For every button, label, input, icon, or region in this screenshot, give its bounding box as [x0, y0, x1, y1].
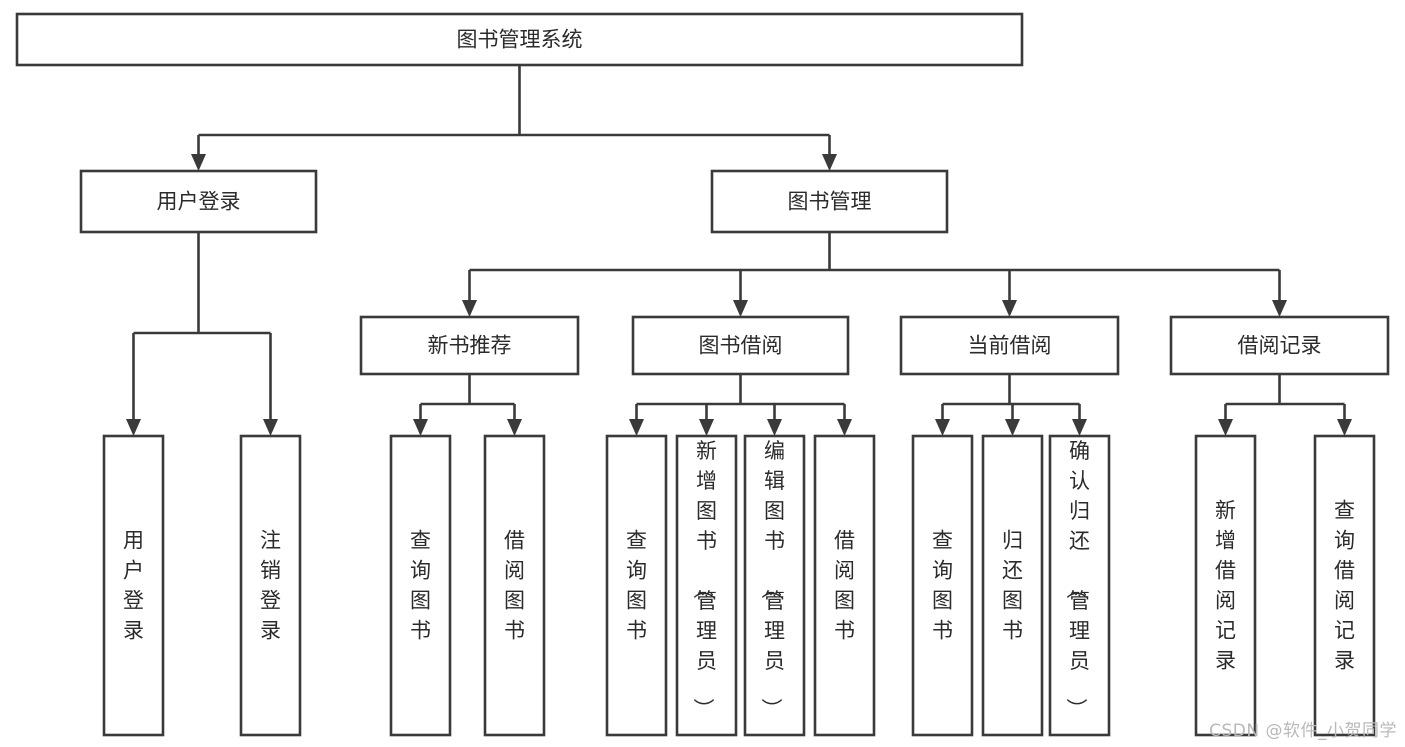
- leaf-query-book-8-label: 查询图书: [932, 529, 953, 643]
- edge-root-to-user-login: [191, 135, 206, 171]
- leaf-user-login-0-label: 用户登录: [123, 529, 144, 643]
- leaf-borrow-book-3[interactable]: 借阅图书: [483, 434, 546, 737]
- node-new-book-recommend[interactable]: 新书推荐: [359, 315, 580, 376]
- node-book-management[interactable]: 图书管理: [710, 169, 949, 234]
- node-current-borrow-label: 当前借阅: [968, 334, 1052, 358]
- edge-bookmgmt-to-borrow-record: [1272, 270, 1287, 317]
- node-user-login-label: 用户登录: [157, 190, 241, 214]
- edge-book-borrow-to-edit-book-admin: [767, 404, 782, 436]
- node-book-borrow-label: 图书借阅: [699, 334, 783, 358]
- edge-current-borrow-to-confirm-return-admin: [1072, 404, 1087, 436]
- leaf-user-login-0[interactable]: 用户登录: [102, 434, 165, 737]
- leaf-add-borrow-record-11-label: 新增借阅记录: [1215, 499, 1236, 673]
- edge-root-to-book-management: [822, 135, 837, 171]
- edge-book-borrow-to-add-book-admin: [699, 404, 714, 436]
- leaf-borrow-book-7[interactable]: 借阅图书: [813, 434, 876, 737]
- leaf-query-book-2-label: 查询图书: [410, 529, 431, 643]
- leaf-edit-book-admin-6-label: 编辑图书（管理员）: [759, 439, 785, 719]
- node-book-management-system[interactable]: 图书管理系统: [15, 12, 1024, 67]
- node-current-borrow[interactable]: 当前借阅: [899, 315, 1120, 376]
- edge-user-login-to-logout: [263, 333, 278, 436]
- leaf-borrow-book-7-label: 借阅图书: [834, 529, 855, 643]
- leaf-query-borrow-record-12-label: 查询借阅记录: [1334, 499, 1355, 673]
- node-book-borrow[interactable]: 图书借阅: [631, 315, 850, 376]
- edge-current-borrow-to-return-book: [1005, 404, 1020, 436]
- leaf-add-book-admin-5[interactable]: 新增图书（管理员）: [675, 434, 738, 737]
- node-book-management-system-label: 图书管理系统: [457, 28, 583, 52]
- leaf-borrow-book-3-label: 借阅图书: [504, 529, 525, 643]
- edge-borrow-record-to-query-borrow-record: [1337, 404, 1352, 436]
- node-book-management-label: 图书管理: [788, 190, 872, 214]
- leaf-query-book-4-label: 查询图书: [626, 529, 647, 643]
- edge-current-borrow-to-query-book: [935, 404, 950, 436]
- node-user-login[interactable]: 用户登录: [79, 169, 318, 234]
- edge-bookmgmt-to-book-borrow: [733, 270, 748, 317]
- edge-new-book-recommend-to-query-book: [413, 404, 428, 436]
- edge-book-borrow-to-query-book: [629, 404, 644, 436]
- leaf-logout-1-label: 注销登录: [260, 529, 281, 643]
- leaf-logout-1[interactable]: 注销登录: [239, 434, 302, 737]
- node-new-book-recommend-label: 新书推荐: [428, 334, 512, 358]
- leaf-confirm-return-admin-10-label: 确认归还（管理员）: [1064, 439, 1090, 719]
- leaf-query-borrow-record-12[interactable]: 查询借阅记录: [1313, 434, 1376, 737]
- leaf-return-book-9[interactable]: 归还图书: [981, 434, 1044, 737]
- edge-borrow-record-to-add-borrow-record: [1218, 404, 1233, 436]
- leaf-confirm-return-admin-10[interactable]: 确认归还（管理员）: [1048, 434, 1111, 737]
- edge-book-borrow-to-borrow-book: [837, 404, 852, 436]
- node-borrow-record-label: 借阅记录: [1238, 334, 1322, 358]
- node-borrow-record[interactable]: 借阅记录: [1169, 315, 1390, 376]
- edge-user-login-to-user-login: [126, 333, 141, 436]
- edge-new-book-recommend-to-borrow-book: [507, 404, 522, 436]
- edge-bookmgmt-to-new-book-recommend: [462, 270, 477, 317]
- leaf-add-borrow-record-11[interactable]: 新增借阅记录: [1194, 434, 1257, 737]
- leaf-query-book-4[interactable]: 查询图书: [605, 434, 668, 737]
- edge-bookmgmt-to-current-borrow: [1002, 270, 1017, 317]
- leaf-edit-book-admin-6[interactable]: 编辑图书（管理员）: [743, 434, 806, 737]
- leaf-add-book-admin-5-label: 新增图书（管理员）: [691, 439, 717, 719]
- leaf-query-book-2[interactable]: 查询图书: [389, 434, 452, 737]
- leaf-return-book-9-label: 归还图书: [1002, 529, 1023, 643]
- leaf-query-book-8[interactable]: 查询图书: [911, 434, 974, 737]
